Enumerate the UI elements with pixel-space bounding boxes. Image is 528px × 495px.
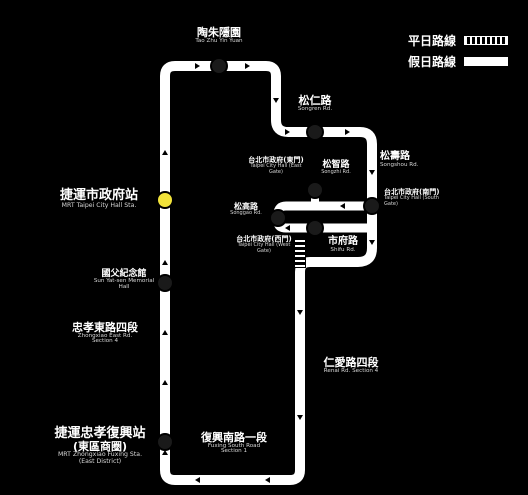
- arrow-up-icon: [162, 260, 168, 265]
- stop-name-zh: 捷運市政府站: [59, 188, 138, 203]
- arrow-down-icon: [369, 240, 375, 245]
- route-line-outer: [160, 61, 377, 485]
- arrow-right-icon: [345, 129, 350, 135]
- arrow-up-icon: [162, 150, 168, 155]
- stop-name-zh: 市府路: [328, 236, 358, 247]
- stop-name-en: Sun Yat-sen Memorial Hall: [93, 278, 155, 291]
- stop-marker-songzhi: [306, 181, 324, 199]
- stop-label-mrt-zhongxiao-fuxing: 捷運忠孝復興站 (東區商圈) MRT Zhongxiao Fuxing Sta.…: [44, 427, 156, 465]
- arrow-left-icon: [340, 203, 345, 209]
- stop-name-en: Tao Zhu Yin Yuan: [195, 37, 243, 44]
- stop-label-renai: 仁愛路四段 Renai Rd. Section 4: [306, 357, 396, 374]
- stop-name-en: Songren Rd.: [297, 105, 333, 112]
- arrow-right-icon: [285, 129, 290, 135]
- arrow-down-icon: [297, 415, 303, 420]
- legend-holiday-label: 假日路線: [407, 55, 456, 69]
- stop-marker-songgao: [269, 209, 287, 227]
- stop-name-en: Zhongxiao East Rd. Section 4: [77, 332, 133, 345]
- stop-label-shifu: 市府路 Shifu Rd.: [318, 236, 368, 253]
- route-line-inner: [273, 201, 372, 233]
- stop-label-mrt-city-hall: 捷運市政府站 MRT Taipei City Hall Sta.: [40, 189, 158, 209]
- stop-name-en: MRT Taipei City Hall Sta.: [61, 201, 137, 209]
- stop-name-zh: 松壽路: [380, 151, 410, 162]
- direction-arrows: [162, 63, 375, 483]
- arrow-left-icon: [265, 477, 270, 483]
- stop-label-fuxing-south: 復興南路一段 Fuxing South Road Section 1: [186, 432, 282, 455]
- stop-label-zhongxiao-east: 忠孝東路四段 Zhongxiao East Rd. Section 4: [58, 322, 152, 345]
- stop-name-en: Songgao Rd.: [230, 210, 262, 217]
- stop-name-en: Fuxing South Road: [207, 442, 261, 449]
- arrow-right-icon: [195, 63, 200, 69]
- stop-name-zh: 仁愛路四段: [323, 356, 379, 369]
- stop-marker-shifu: [306, 219, 324, 237]
- arrow-down-icon: [273, 98, 279, 103]
- stop-name-zh: 忠孝東路四段: [72, 321, 138, 334]
- stop-name-en: Renai Rd. Section 4: [323, 367, 379, 374]
- route-hatch: [294, 238, 306, 268]
- stop-label-cityhall-west: 台北市政府(西門) Taipei City Hall (West Gate): [234, 235, 294, 254]
- stop-label-songren: 松仁路 Songren Rd.: [285, 95, 345, 112]
- stop-name-zh: 台北市政府(南門): [384, 188, 440, 196]
- stop-name-en: Songshou Rd.: [380, 161, 419, 168]
- stop-label-songshou: 松壽路 Songshou Rd.: [380, 151, 440, 168]
- stop-marker-songren: [306, 123, 324, 141]
- stop-name-en: MRT Zhongxiao Fuxing Sta.: [57, 451, 143, 459]
- legend-weekday: 平日路線: [408, 32, 508, 49]
- stop-name-zh-2: (東區商圈): [72, 439, 128, 453]
- stop-label-taozhupi: 陶朱隱園 Tao Zhu Yin Yuan: [179, 27, 259, 44]
- stop-name-zh: 台北市政府(東門): [248, 156, 304, 164]
- arrow-up-icon: [162, 380, 168, 385]
- stop-label-cityhall-south: 台北市政府(南門) Taipei City Hall (South Gate): [384, 188, 446, 207]
- stop-label-songgao: 松高路 Songgao Rd.: [226, 202, 266, 217]
- stop-name-en: Shifu Rd.: [330, 246, 356, 253]
- stop-name-zh: 松高路: [234, 202, 258, 211]
- stop-name-zh: 捷運忠孝復興站: [54, 426, 146, 441]
- stop-name-en-2: Section 1: [220, 448, 248, 455]
- arrow-up-icon: [162, 330, 168, 335]
- stop-marker-mrt-zhongxiao-fuxing: [156, 433, 174, 451]
- stop-marker-cityhall-south: [363, 197, 381, 215]
- stop-label-songzhi: 松智路 Songzhi Rd.: [313, 160, 359, 176]
- stop-name-zh: 陶朱隱園: [197, 26, 241, 39]
- stop-marker-sun-yatsen: [156, 274, 174, 292]
- arrow-down-icon: [369, 170, 375, 175]
- legend-holiday-swatch: [464, 57, 508, 66]
- stop-label-sun-yatsen: 國父紀念館 Sun Yat-sen Memorial Hall: [93, 269, 155, 291]
- stop-name-zh: 台北市政府(西門): [236, 235, 292, 243]
- stop-name-zh: 松智路: [322, 160, 350, 170]
- legend-weekday-swatch: [464, 36, 508, 45]
- stop-label-cityhall-east: 台北市政府(東門) Taipei City Hall (East Gate): [246, 156, 306, 175]
- arrow-down-icon: [297, 310, 303, 315]
- stop-marker-mrt-city-hall: [156, 191, 174, 209]
- stop-name-en-2: (East District): [78, 457, 122, 465]
- stop-name-zh: 松仁路: [298, 94, 332, 107]
- stop-name-en: Taipei City Hall (West Gate): [237, 242, 291, 254]
- arrow-left-icon: [285, 225, 290, 231]
- stop-name-zh: 國父紀念館: [101, 269, 147, 279]
- arrow-up-icon: [162, 450, 168, 455]
- legend-holiday: 假日路線: [408, 53, 508, 70]
- stop-name-en: Taipei City Hall (South Gate): [384, 195, 439, 207]
- legend-weekday-label: 平日路線: [407, 34, 456, 48]
- arrow-right-icon: [245, 63, 250, 69]
- arrow-left-icon: [195, 477, 200, 483]
- stop-marker-taozhupi: [210, 57, 228, 75]
- stop-name-zh: 復興南路一段: [201, 431, 267, 444]
- stop-name-en: Songzhi Rd.: [321, 169, 351, 176]
- stop-name-en: Taipei City Hall (East Gate): [250, 163, 302, 175]
